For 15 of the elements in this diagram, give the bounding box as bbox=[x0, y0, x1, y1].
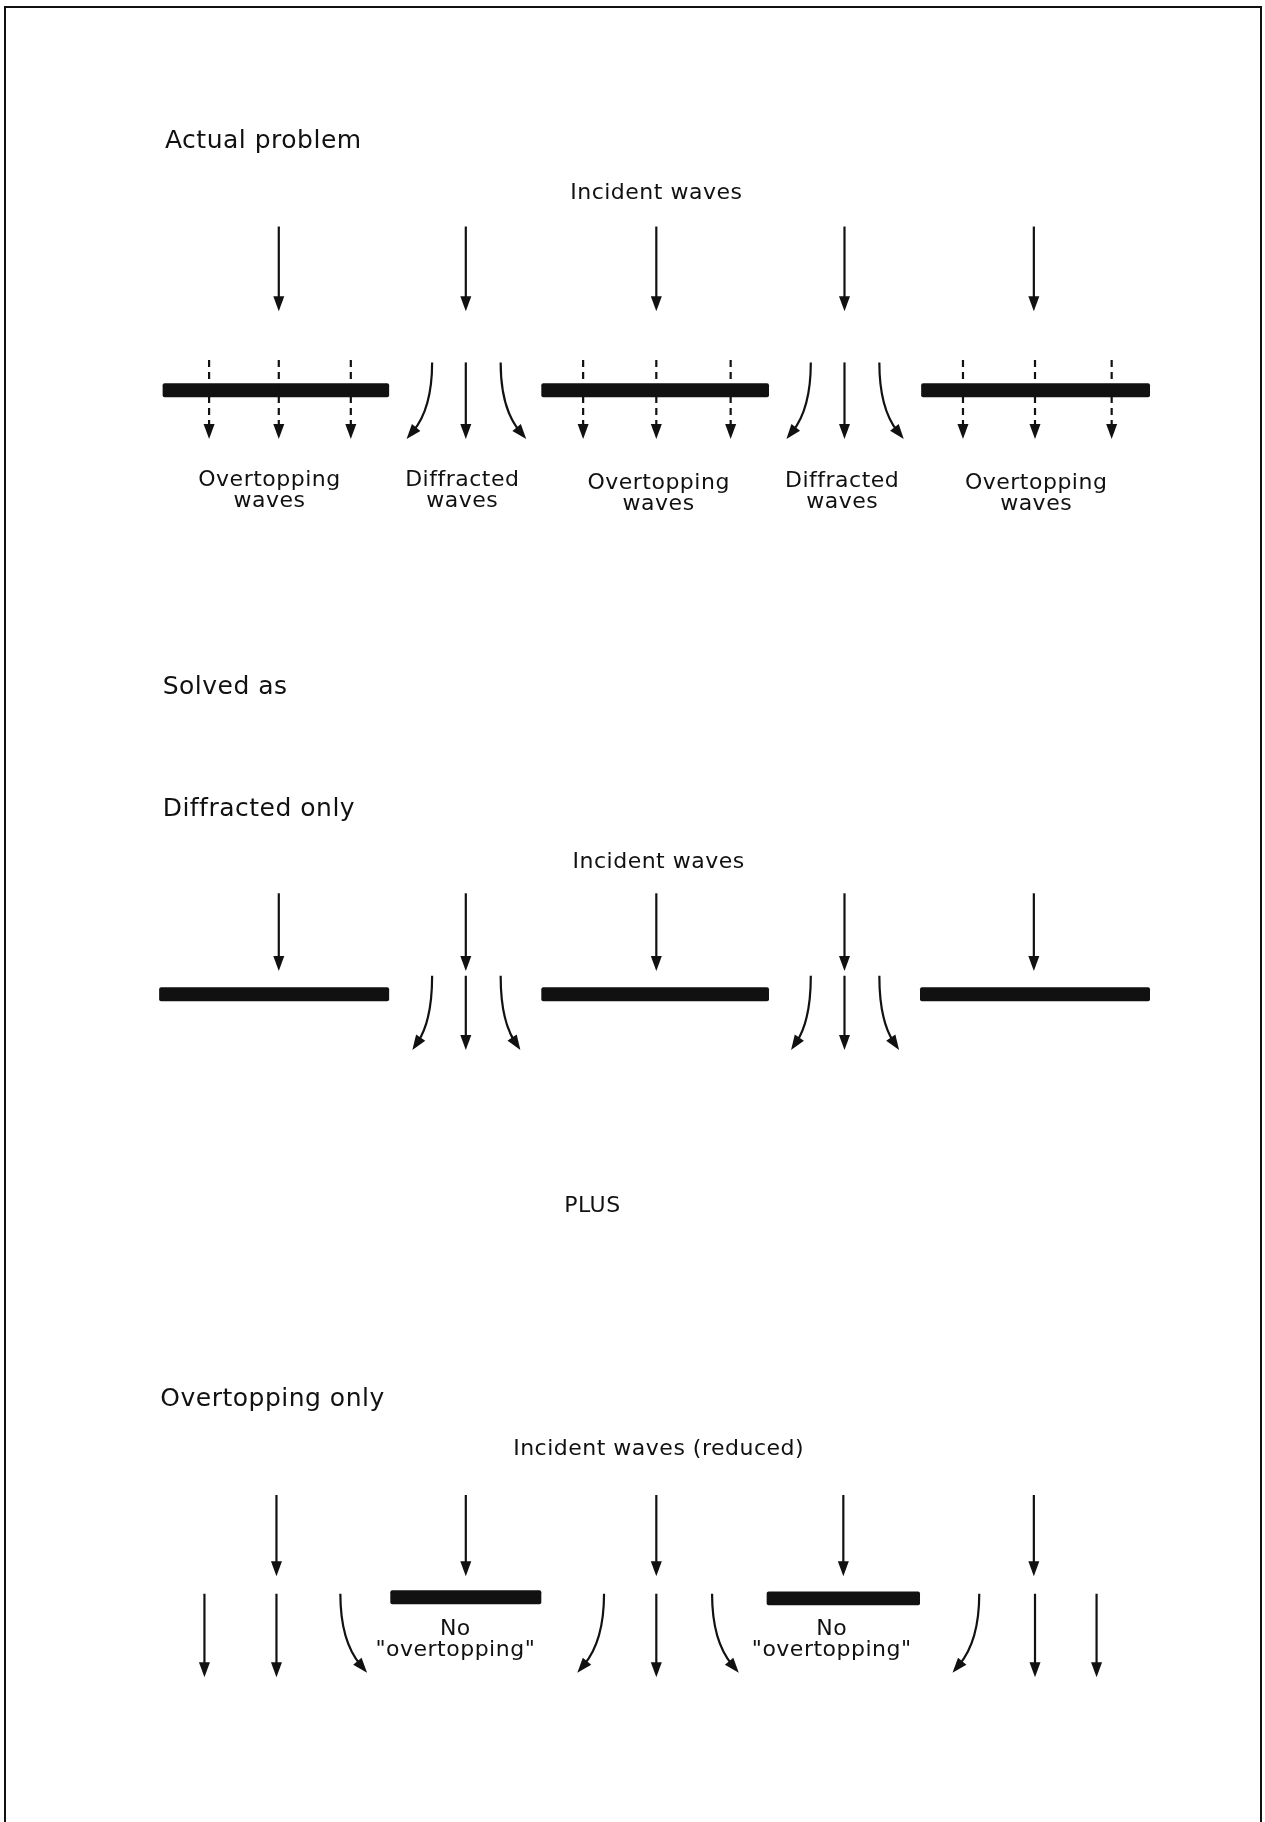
caption-text: Diffracted waves bbox=[784, 470, 901, 513]
caption-text: Overtopping waves bbox=[963, 471, 1109, 514]
section-heading: Overtopping only bbox=[160, 1385, 385, 1410]
caption-text: Incident waves bbox=[570, 182, 743, 204]
caption-text: No "overtopping" bbox=[750, 1618, 913, 1660]
caption-text: PLUS bbox=[564, 1195, 621, 1217]
caption-text: Overtopping waves bbox=[197, 469, 342, 512]
caption-text: Incident waves (reduced) bbox=[513, 1438, 805, 1459]
caption-text: Diffracted waves bbox=[404, 469, 521, 512]
section-heading: Diffracted only bbox=[162, 795, 356, 820]
caption-text: Overtopping waves bbox=[586, 471, 731, 514]
section-heading: Solved as bbox=[162, 673, 288, 698]
caption-text: No "overtopping" bbox=[374, 1618, 537, 1660]
section-heading: Actual problem bbox=[164, 127, 362, 152]
caption-text: Incident waves bbox=[572, 851, 745, 873]
